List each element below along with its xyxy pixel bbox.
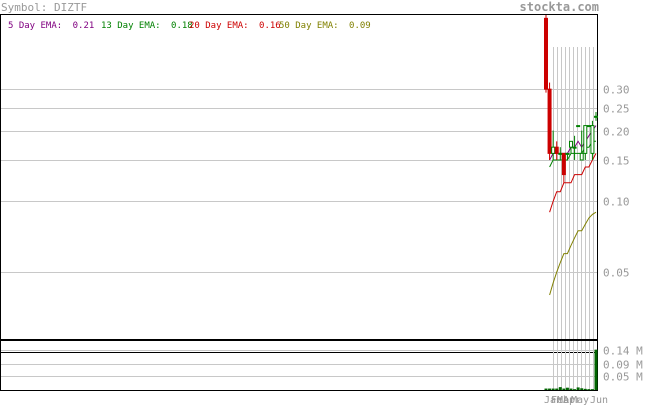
legend-ema50-value: 0.09 [349,21,371,31]
candle-body [558,152,563,155]
legend-ema13: 13 Day EMA: 0.18 [101,21,193,31]
candle-body [544,17,548,90]
ema-line-20-day-ema [549,153,597,213]
grid-layer [1,47,597,390]
candle-body [551,146,556,154]
candle-body [594,115,598,118]
candle-body [561,152,566,176]
volume-bar [551,388,555,390]
legend-ema20: 20 Day EMA: 0.16 [189,21,281,31]
x-axis-tick-label: Feb [551,395,569,406]
candle-body [547,88,552,154]
volume-bar [562,388,566,390]
volume-bar [569,388,573,390]
legend-ema20-value: 0.16 [259,21,281,31]
volume-bar [576,387,580,390]
legend-ema20-label: 20 Day EMA: [189,21,249,31]
volume-bar [573,389,577,391]
legend-ema50: 50 Day EMA: 0.09 [279,21,371,31]
candle-body [586,125,591,128]
legend-ema50-label: 50 Day EMA: [279,21,339,31]
volume-bar [594,349,598,390]
candle-body [576,125,581,128]
legend-ema5: 5 Day EMA: 0.21 [8,21,94,31]
volume-axis-tick-label: 0.09 M [603,359,643,372]
candle-body [583,125,588,154]
volume-bar [565,387,569,390]
ema-line-13-day-ema [549,140,596,168]
volume-axis-tick-label: 0.05 M [603,371,643,384]
ema-legend: 5 Day EMA: 0.21 13 Day EMA: 0.18 20 Day … [8,21,371,31]
price-axis-tick-label: 0.25 [603,103,630,116]
site-label: stockta.com [520,0,599,14]
price-panel-frame [0,14,598,340]
price-axis-tick-label: 0.05 [603,267,630,280]
ema-line-50-day-ema [549,211,597,296]
x-axis-tick-label: Apr [563,395,581,406]
legend-ema13-value: 0.18 [171,21,193,31]
x-axis-tick-label: Jun [590,395,608,406]
legend-ema5-label: 5 Day EMA: [8,21,62,31]
legend-ema5-value: 0.21 [73,21,95,31]
legend-ema13-label: 13 Day EMA: [101,21,161,31]
price-axis-tick-label: 0.10 [603,196,630,209]
volume-axis-tick-label: 0.14 M [603,345,643,358]
symbol-label: Symbol: DIZTF [1,1,87,14]
volume-bar [558,387,562,390]
x-axis-tick-label: May [571,395,589,406]
candle-body [554,146,559,154]
x-axis-tick-label: Jan [544,395,562,406]
price-axis-tick-label: 0.20 [603,126,630,139]
volume-bar [548,388,552,390]
candle-body [579,152,584,161]
candle-body [569,140,573,148]
price-layer [544,15,598,296]
volume-bar [544,388,548,390]
volume-bar [590,389,594,391]
candle-body [572,146,577,149]
x-axis-tick-label: Mar [557,395,575,406]
price-axis-tick-label: 0.15 [603,155,630,168]
candle-body [565,152,570,155]
axis-layer: 0.30 0.25 0.20 0.15 0.10 0.05 0.14 M0.09 M0.05… [544,84,643,407]
volume-bar [583,388,587,390]
volume-panel-frame [0,340,598,391]
volume-layer [544,349,598,391]
volume-bar [555,388,559,390]
candle-body [590,125,595,154]
volume-bar [587,389,591,391]
price-axis-tick-label: 0.30 [603,84,630,97]
volume-bar [580,388,584,390]
